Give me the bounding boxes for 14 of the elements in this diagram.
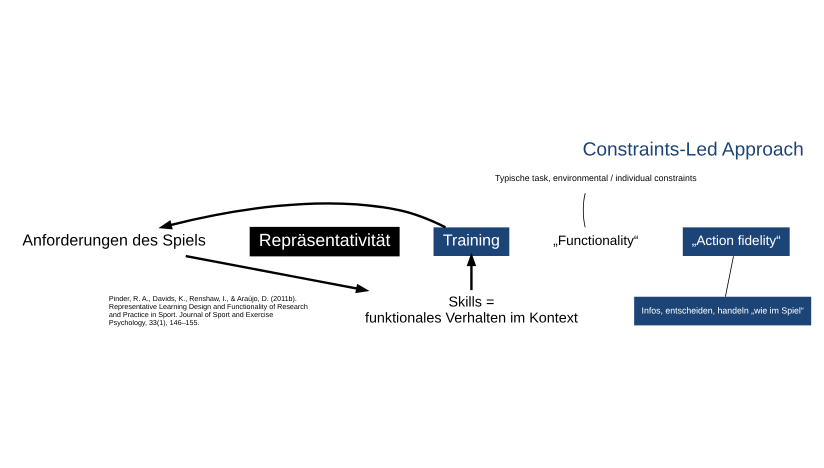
arrow [186,254,370,293]
connector [582,192,586,228]
node-text: „Functionality“ [553,232,638,248]
arrow [158,202,446,229]
node-text: Anforderungen des Spiels [22,232,206,250]
label: Repräsentativität [258,230,390,250]
node-box: „Action fidelity“ [682,226,790,256]
connector [725,255,734,296]
node-box: Training [434,226,510,256]
node-text: Skills = funktionales Verhalten im Kontext [364,294,578,326]
arrow [466,252,476,290]
node-text: Typische task, environmental / individual constraints [494,172,697,182]
node-box: Infos, entscheiden, handeln „wie im Spiel“ [634,296,812,325]
diagram-title: Constraints-Led Approach [582,139,804,160]
